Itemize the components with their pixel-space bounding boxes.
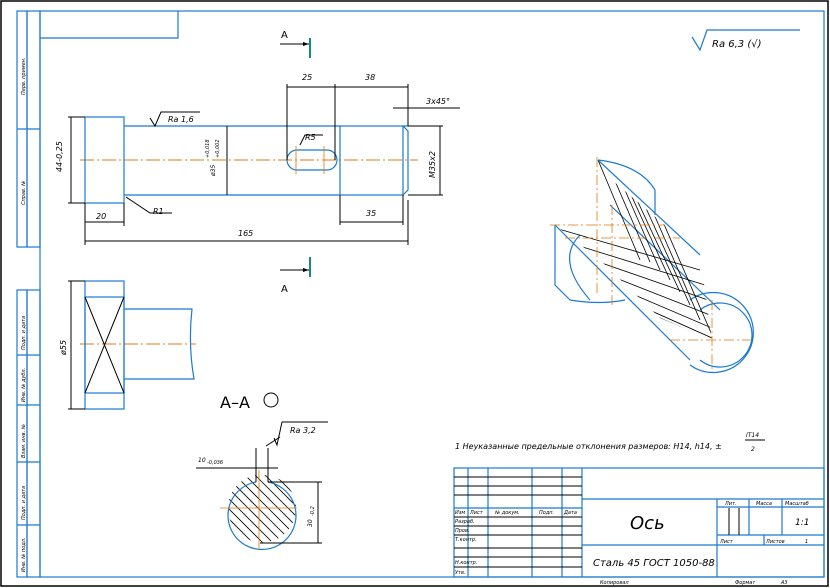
dim-head-length: 20 [96, 212, 106, 221]
section-marker-bottom: A [280, 257, 311, 295]
dim-across-corners: ø55 [59, 340, 68, 356]
dim-keyway-width: 10 [198, 457, 206, 464]
dim-depth-tol: -0,2 [310, 506, 316, 516]
dim-keyway-width-tol: -0,036 [207, 460, 223, 466]
top-left-stamp [40, 11, 179, 39]
tb-sheets-label: Листов [765, 539, 785, 545]
section-hatch [227, 475, 296, 543]
dim-shaft-upper-tol: +0,018 [205, 139, 211, 158]
section-letter: A [281, 30, 288, 41]
side-stamp-label: Взам. инв. № [21, 424, 27, 458]
side-stamp-label: Инв. № дубл. [21, 368, 27, 402]
tb-sheet-label: Лист [719, 539, 734, 545]
dim-thread-length: 35 [366, 209, 376, 218]
dim-slot-to-end: 38 [365, 73, 375, 82]
tb-row-label: Н.контр. [455, 560, 477, 566]
chamfer [402, 125, 409, 196]
section-letter: A [281, 284, 288, 295]
inner-frame [39, 10, 825, 578]
tb-format-label: Формат [735, 580, 756, 586]
dim-slot-length: 25 [302, 73, 312, 82]
roughness-shaft: Ra 1,6 [168, 115, 194, 124]
tb-header-izm: Изм [455, 510, 465, 516]
section-marker-top: A [280, 30, 311, 58]
dim-shaft-diameter: ø35 [210, 165, 217, 177]
note-fraction-numerator: IT14 [746, 432, 759, 439]
roughness-keyway: Ra 3,2 [290, 426, 316, 435]
dim-slot-radius: R5 [305, 133, 316, 142]
section-title: А–А [220, 393, 250, 412]
tb-row-label: Пров. [455, 528, 470, 534]
tb-copied-label: Копировал [600, 580, 629, 586]
side-stamp-top: Перв. примен. Справ. № [16, 10, 41, 248]
dim-thread: M35x2 [428, 151, 437, 178]
side-stamp-bottom: Подп. и дата Инв. № дубл. Взам. инв. № П… [16, 289, 41, 578]
general-roughness-label: Ra 6,3 (√) [712, 39, 762, 50]
general-roughness-symbol: Ra 6,3 (√) [691, 29, 800, 52]
tb-row-label: Т.контр. [455, 537, 477, 543]
rotate-icon [263, 392, 279, 408]
tb-scale-label: Масштаб [785, 501, 809, 507]
shaft-body [124, 125, 340, 196]
title-block: Изм Лист № докум. Подп. Дата Разраб. Про… [453, 467, 825, 586]
dim-depth: 30 [307, 519, 314, 527]
note-text: 1 Неуказанные предельные отклонения разм… [455, 442, 722, 451]
shaft-head [84, 116, 125, 204]
dim-shaft-lower-tol: +0,002 [215, 139, 221, 158]
tb-title: Ось [630, 513, 665, 534]
main-view: 44-0,25 20 165 ø35 +0,018 +0,002 25 38 R… [55, 73, 460, 245]
tb-format-value: A3 [780, 580, 788, 586]
tb-row-label: Разраб. [455, 519, 475, 525]
tb-row-label: Утв. [455, 570, 466, 576]
note-fraction-denominator: 2 [751, 446, 755, 453]
tb-sheets-value: 1 [805, 539, 808, 545]
isometric-view [550, 157, 754, 374]
side-stamp-label: Справ. № [21, 181, 27, 205]
dim-total-length: 165 [238, 229, 253, 238]
side-stamp-label: Перв. примен. [21, 57, 27, 95]
tb-header-sign: Подп. [539, 510, 554, 516]
technical-note: 1 Неуказанные предельные отклонения разм… [455, 432, 765, 453]
tb-scale-value: 1:1 [795, 518, 809, 528]
section-view: А–А [196, 392, 328, 551]
end-view: ø55 [59, 280, 196, 410]
side-stamp-label: Подп. и дата [21, 486, 27, 520]
thread-section [339, 125, 404, 196]
keyway-slot [286, 149, 338, 171]
tb-lit-label: Лит. [724, 501, 737, 507]
tb-header-date: Дата [563, 510, 577, 516]
tb-header-list: Лист [469, 510, 484, 516]
dim-head-diameter: 44-0,25 [55, 141, 64, 172]
tb-mass-label: Масса [756, 501, 772, 507]
dim-chamfer: 3x45° [426, 97, 450, 106]
side-stamp-label: Подп. и дата [21, 316, 27, 350]
dim-fillet-radius: R1 [153, 207, 164, 216]
side-stamp-label: Инв. № подл. [21, 538, 27, 573]
tb-header-doc: № докум. [494, 510, 520, 516]
tb-material: Сталь 45 ГОСТ 1050-88 [593, 558, 715, 569]
